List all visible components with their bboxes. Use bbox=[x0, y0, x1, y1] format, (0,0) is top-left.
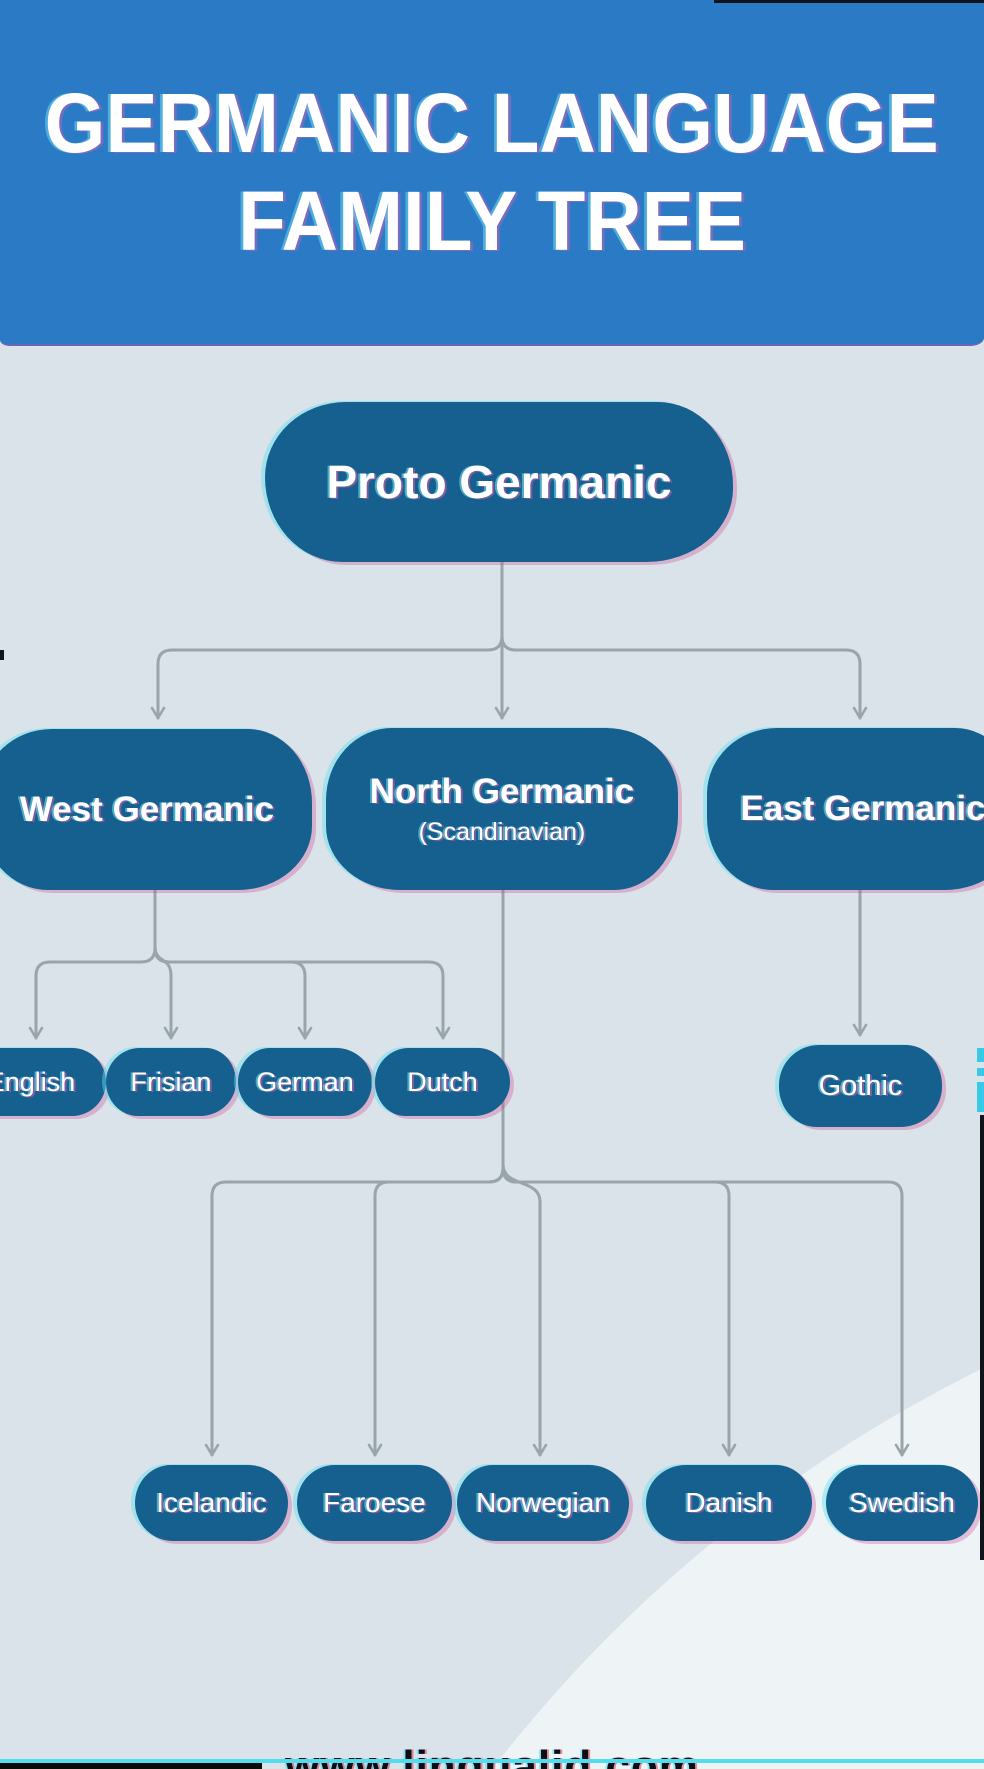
connector-west-frisian bbox=[153, 888, 179, 1040]
node-label: Icelandic bbox=[156, 1487, 267, 1518]
connector-north-norwegian bbox=[501, 888, 548, 1457]
node-label: Gothic bbox=[818, 1069, 903, 1102]
node-icelandic: Icelandic bbox=[135, 1465, 288, 1541]
node-swedish: Swedish bbox=[826, 1465, 978, 1541]
node-label: North Germanic bbox=[369, 771, 635, 811]
page-title-line2: FAMILY TREE bbox=[238, 174, 746, 268]
connector-north-icelandic bbox=[204, 888, 505, 1457]
node-norwegian: Norwegian bbox=[457, 1465, 629, 1541]
connector-west-dutch bbox=[153, 888, 451, 1040]
node-german: German bbox=[238, 1048, 372, 1116]
header-banner: GERMANIC LANGUAGE FAMILY TREE bbox=[0, 0, 984, 346]
node-label: Faroese bbox=[323, 1487, 426, 1518]
connector-north-swedish bbox=[501, 888, 910, 1457]
left-edge-black-tick bbox=[0, 650, 4, 660]
node-danish: Danish bbox=[646, 1465, 812, 1541]
node-label: West Germanic bbox=[19, 789, 275, 829]
right-edge-cyan-mark bbox=[977, 1082, 984, 1112]
node-label: Dutch bbox=[407, 1066, 478, 1097]
node-label: Frisian bbox=[130, 1066, 212, 1097]
connector-north-danish bbox=[501, 888, 737, 1457]
right-edge-cyan-mark bbox=[977, 1068, 984, 1076]
node-faroese: Faroese bbox=[297, 1465, 452, 1541]
node-label: Norwegian bbox=[476, 1487, 610, 1518]
connector-west-german bbox=[153, 888, 313, 1040]
node-label: Proto Germanic bbox=[326, 456, 672, 508]
node-dutch: Dutch bbox=[375, 1048, 510, 1116]
node-english: English bbox=[0, 1048, 106, 1116]
connector-west-english bbox=[28, 888, 157, 1040]
top-edge-black-strip bbox=[714, 0, 984, 3]
node-gothic: Gothic bbox=[779, 1045, 942, 1127]
connector-root-east bbox=[500, 560, 868, 720]
node-sublabel: (Scandinavian) bbox=[418, 817, 586, 846]
node-north-germanic: North Germanic (Scandinavian) bbox=[326, 728, 678, 890]
node-label: German bbox=[256, 1066, 354, 1097]
node-proto-germanic: Proto Germanic bbox=[265, 402, 733, 562]
node-label: Danish bbox=[685, 1487, 773, 1518]
node-west-germanic: West Germanic bbox=[0, 729, 312, 890]
connector-north-faroese bbox=[367, 888, 505, 1457]
page-title-line1: GERMANIC LANGUAGE bbox=[44, 76, 940, 170]
node-label: Swedish bbox=[849, 1487, 955, 1518]
bottom-left-black-bar bbox=[0, 1763, 262, 1769]
node-east-germanic: East Germanic bbox=[707, 728, 984, 890]
connector-root-west bbox=[150, 560, 504, 720]
bottom-progress-bar bbox=[0, 1759, 984, 1763]
right-edge-cyan-mark bbox=[977, 1048, 984, 1062]
node-frisian: Frisian bbox=[106, 1048, 236, 1116]
right-edge-black-strip bbox=[980, 1115, 984, 1560]
node-label: English bbox=[0, 1066, 76, 1097]
footer-website: www.lingualid.com bbox=[285, 1742, 699, 1769]
node-label: East Germanic bbox=[740, 789, 984, 828]
